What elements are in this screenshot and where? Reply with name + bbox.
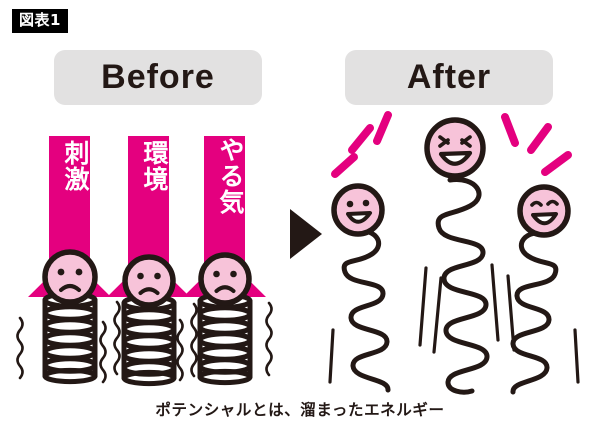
face-happy-left — [331, 183, 385, 237]
eye-right-3 — [230, 270, 237, 278]
vibration-line-3a — [176, 318, 184, 382]
panel-header-after-label: After — [406, 58, 492, 96]
burst-lines-left — [331, 111, 392, 178]
arrow-label-stimulus: 刺激 — [61, 140, 90, 192]
spring-compressed-2 — [121, 294, 177, 387]
figure-caption: ポテンシャルとは、溜まったエネルギー — [155, 401, 445, 419]
after-figure-left — [331, 183, 391, 393]
eye-left-2 — [137, 272, 144, 280]
before-figure-2 — [99, 254, 198, 387]
vibration-line-1b — [113, 300, 121, 376]
motion-lines-after — [328, 263, 580, 384]
eye-left-1 — [57, 268, 65, 276]
mouth-smile-right — [531, 212, 558, 226]
spring-compressed-3 — [197, 292, 253, 386]
after-figure-right — [510, 184, 571, 395]
spring-extended-right — [510, 230, 559, 395]
face-sad-3 — [198, 252, 252, 306]
mouth-frown-2 — [138, 287, 160, 295]
vibration-line-1a — [16, 316, 24, 380]
panel-header-after: After — [345, 50, 553, 105]
before-figure-1 — [16, 249, 121, 385]
figure-number-tag: 図表1 — [12, 9, 68, 33]
play-triangle-right-icon — [290, 209, 322, 259]
mouth-smile-center — [438, 150, 473, 166]
vibration-line-2b — [190, 302, 198, 378]
burst-lines-right — [501, 113, 572, 176]
spring-extended-left — [341, 228, 391, 393]
eyes-squint-center — [438, 135, 472, 148]
after-figure-center — [424, 117, 490, 395]
arrow-label-environment: 環境 — [140, 140, 169, 192]
spring-extended-center — [435, 177, 490, 395]
eye-left-3 — [213, 270, 220, 278]
vibration-line-3b — [265, 301, 273, 377]
eye-right-happy-left — [362, 199, 370, 207]
spring-compressed-1 — [42, 291, 98, 385]
face-sad-1 — [42, 249, 98, 305]
eyes-curved-right — [530, 199, 559, 207]
before-figure-3 — [176, 252, 273, 386]
mouth-frown-3 — [214, 285, 236, 293]
eye-right-1 — [75, 268, 83, 276]
panel-header-before-label: Before — [101, 58, 215, 96]
vibration-line-2a — [99, 320, 107, 384]
face-happy-right — [517, 184, 571, 238]
eye-right-2 — [154, 272, 161, 280]
eye-left-happy-left — [346, 200, 354, 208]
face-happy-center — [424, 117, 486, 179]
arrow-label-motivation: やる気 — [216, 137, 245, 215]
mouth-smile-left — [346, 211, 372, 224]
mouth-frown-1 — [59, 284, 81, 292]
face-sad-2 — [122, 254, 176, 308]
panel-header-before: Before — [54, 50, 262, 105]
